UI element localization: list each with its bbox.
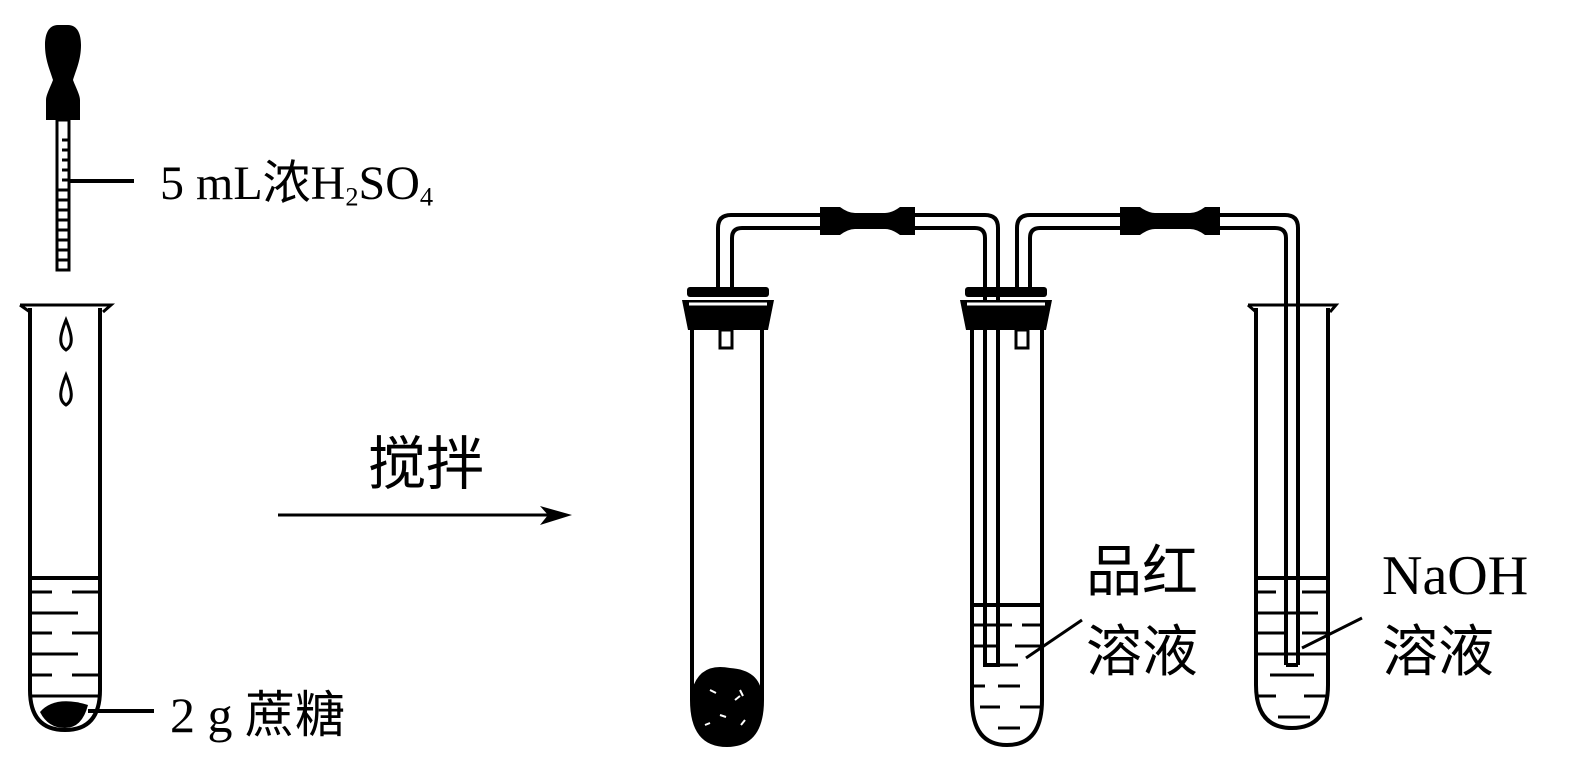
- pinhong-label-line2: 溶液: [1086, 622, 1198, 684]
- delivery-tube-1: [716, 207, 1000, 550]
- naoh-tube: [1247, 303, 1363, 731]
- reaction-tube: [682, 287, 774, 748]
- pinhong-tube: [960, 287, 1083, 748]
- delivery-tube-2: [1015, 207, 1300, 667]
- pinhong-label-line1: 品红: [1086, 542, 1198, 604]
- dropper-icon: [45, 25, 134, 272]
- dropper-label: 5 mL浓H2SO4: [160, 157, 434, 212]
- naoh-label-line2: 溶液: [1382, 622, 1494, 684]
- sucrose-label: 2 g 蔗糖: [170, 687, 345, 743]
- naoh-label-line1: NaOH: [1382, 545, 1529, 607]
- arrow-icon: [278, 506, 572, 525]
- test-tube-1: [19, 303, 154, 733]
- stir-label: 搅拌: [368, 432, 485, 497]
